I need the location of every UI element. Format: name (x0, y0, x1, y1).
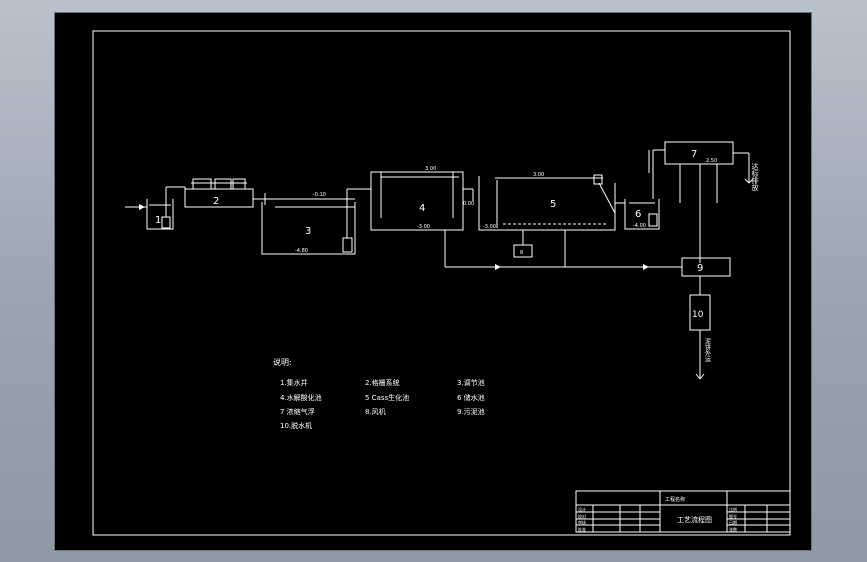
elevation-tank6: -4.00 (633, 223, 646, 229)
note-item: 3.调节池 (457, 378, 485, 387)
unit-4-tank: 4 3.00 -3.00 (370, 166, 464, 231)
flow-arrow (139, 204, 145, 210)
unit-1-well: 1 (146, 187, 174, 230)
process-flow-drawing: 1 2 -0.10 3 -4.80 4 3.00 -3.00 (92, 30, 791, 536)
unit-10-dewatering: 10 (689, 294, 711, 380)
unit-3-tank: 3 -4.80 (261, 189, 356, 255)
tb-cell: 设计 (578, 506, 586, 512)
tb-cell: 校对 (578, 513, 586, 519)
note-item: 7 浓缩气浮 (280, 407, 315, 416)
tb-cell: 日期 (729, 519, 737, 525)
notes-title: 说明: (273, 357, 292, 367)
unit-8-blower: 8 (513, 230, 533, 258)
unit-5-tank: 5 3.00 -3.00 (478, 172, 616, 231)
drawing-frame (92, 30, 791, 536)
unit-4-label: 4 (419, 203, 425, 214)
elevation-tank4-side: 0.00 (463, 201, 474, 207)
tb-cell: 张数 (729, 526, 737, 532)
elevation-tank5-bottom: -3.00 (483, 224, 496, 230)
unit-1-label: 1 (155, 215, 161, 226)
unit-9-label: 9 (697, 263, 703, 274)
unit-6-tank: 6 -4.00 (624, 199, 660, 230)
elevation-tank4-bottom: -3.00 (417, 224, 430, 230)
elevation-tank3: -4.80 (295, 248, 308, 254)
unit-8-label: 8 (520, 250, 523, 256)
tb-cell: 图号 (729, 513, 737, 519)
note-item: 4.水解酸化池 (280, 393, 322, 402)
unit-7-label: 7 (691, 149, 697, 160)
unit-6-label: 6 (635, 209, 641, 220)
project-name: 工程名称 (665, 496, 685, 503)
unit-3-label: 3 (305, 226, 311, 237)
elevation-unit7: 2.50 (706, 158, 717, 164)
sludge-label: 泥饼外运 (704, 337, 711, 363)
cad-viewport[interactable]: 1 2 -0.10 3 -4.80 4 3.00 -3.00 (55, 13, 811, 550)
note-item: 1.集水井 (280, 378, 308, 387)
elevation-tank4-top: 3.00 (425, 166, 436, 172)
unit-2-screen: 2 (184, 178, 254, 208)
unit-9-sludge-tank: 9 (681, 257, 731, 277)
tb-cell: 审核 (578, 519, 586, 525)
elevation-tank5-top: 3.00 (533, 172, 544, 178)
note-item: 6 储水池 (457, 393, 485, 402)
unit-7-flotation: 7 2.50 (648, 141, 754, 263)
tb-cell: 比例 (729, 506, 737, 512)
notes: 说明: 1.集水井 2.格栅系统 3.调节池 4.水解酸化池 5 Cass生化池… (273, 357, 485, 430)
tb-cell: 批准 (578, 526, 586, 532)
drawing-title: 工艺流程图 (677, 515, 712, 524)
note-item: 9.污泥池 (457, 407, 485, 416)
unit-10-label: 10 (692, 310, 704, 320)
note-item: 8.风机 (365, 407, 386, 416)
elevation-pipe-2-3: -0.10 (313, 192, 326, 198)
note-item: 5 Cass生化池 (365, 393, 409, 402)
unit-2-label: 2 (213, 196, 219, 207)
title-block: 工程名称 工艺流程图 设计 校对 审核 批准 比例 图号 日期 张数 (575, 490, 791, 533)
note-item: 10.脱水机 (280, 421, 312, 430)
outlet-label: 达标排放 (751, 162, 759, 192)
unit-5-label: 5 (550, 199, 556, 210)
note-item: 2.格栅系统 (365, 378, 400, 387)
